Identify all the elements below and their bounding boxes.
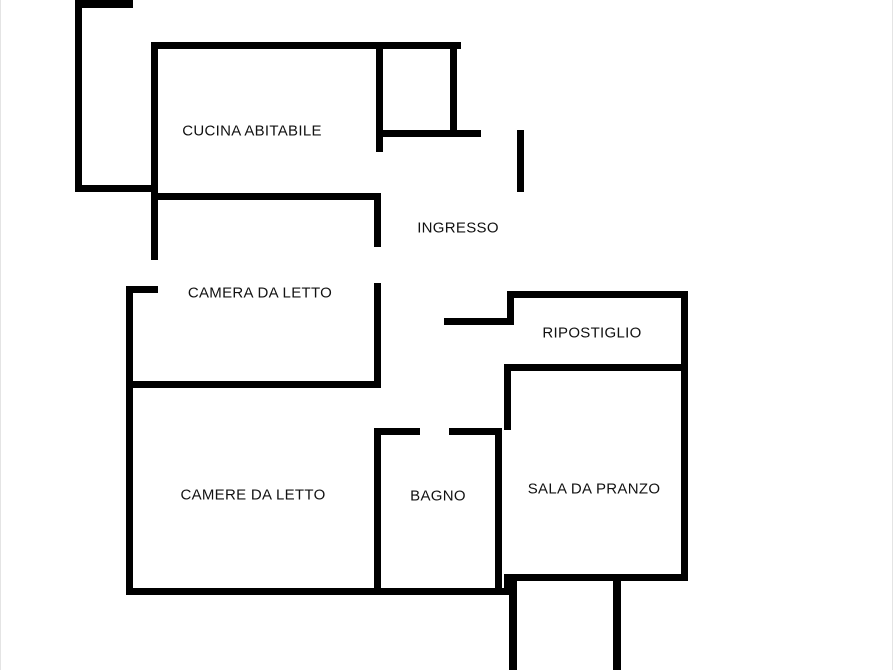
room-label-bagno: BAGNO [410, 487, 466, 505]
room-label-ripostiglio: RIPOSTIGLIO [542, 324, 642, 342]
wall-segment [126, 286, 158, 293]
wall-segment [374, 428, 381, 595]
wall-segment [613, 581, 621, 670]
wall-segment [126, 286, 133, 595]
wall-segment [374, 283, 381, 388]
wall-segment [376, 130, 481, 137]
wall-segment [75, 185, 158, 192]
wall-segment [151, 42, 158, 260]
wall-segment [450, 42, 457, 137]
room-label-sala-da-pranzo: SALA DA PRANZO [527, 480, 661, 498]
wall-segment [151, 193, 381, 200]
wall-segment [374, 193, 381, 247]
wall-segment [376, 42, 383, 152]
wall-segment [444, 318, 514, 325]
wall-segment [126, 381, 381, 388]
wall-segment [681, 291, 688, 581]
wall-segment [517, 130, 524, 192]
wall-segment [504, 574, 688, 581]
wall-segment [75, 0, 82, 192]
wall-segment [374, 428, 420, 435]
wall-segment [509, 581, 517, 670]
wall-segment [504, 364, 511, 430]
wall-segment [449, 428, 502, 435]
wall-segment [504, 364, 688, 371]
room-label-camera-da-letto: CAMERA DA LETTO [187, 284, 333, 302]
wall-segment [151, 42, 461, 49]
wall-segment [75, 0, 133, 8]
wall-segment [495, 428, 502, 595]
room-label-cucina-abitabile: CUCINA ABITABILE [182, 122, 322, 140]
page-left-edge-line [0, 0, 1, 670]
room-label-ingresso: INGRESSO [417, 219, 499, 237]
wall-segment [507, 291, 514, 325]
room-label-camere-da-letto: CAMERE DA LETTO [180, 486, 326, 504]
wall-segment [126, 588, 508, 595]
wall-segment [507, 291, 688, 298]
wall-segment [504, 574, 511, 595]
